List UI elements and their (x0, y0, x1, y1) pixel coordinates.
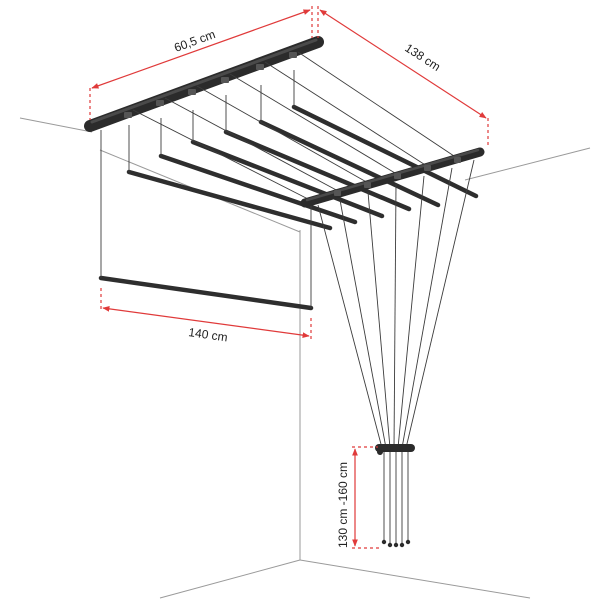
drying-bars (98, 104, 479, 311)
front-ceiling-rail (300, 147, 485, 208)
rear-ceiling-rail (84, 36, 324, 132)
depth-label: 138 cm (402, 41, 443, 74)
bar-length-dimension: 140 cm (100, 288, 312, 344)
cross-cords (132, 51, 461, 201)
drying-bar (258, 119, 441, 208)
drying-bar (158, 153, 358, 225)
height-dimension: 130 cm -160 cm (336, 446, 380, 549)
drying-bar (223, 129, 412, 212)
lowered-drying-bar (98, 275, 314, 311)
drying-bar (291, 104, 479, 199)
room-walls (19, 117, 591, 599)
height-label: 130 cm -160 cm (336, 462, 350, 548)
cord-cleat (375, 444, 415, 548)
bar-length-label: 140 cm (188, 325, 229, 344)
pull-cords (317, 159, 475, 449)
drying-bar (126, 169, 333, 231)
drying-bar (190, 139, 385, 219)
depth-dimension: 138 cm (317, 6, 489, 148)
